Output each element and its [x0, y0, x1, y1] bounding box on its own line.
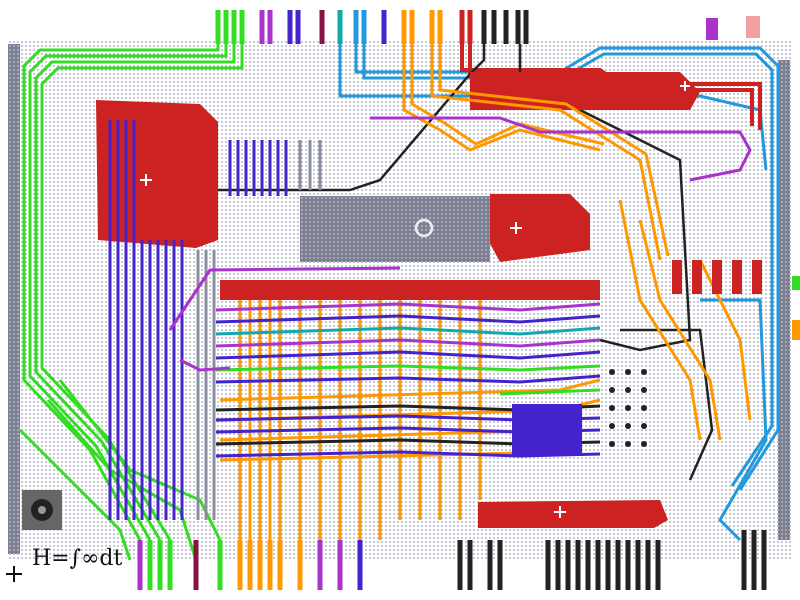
copper-pour-top-left: [96, 100, 218, 248]
top-right-pad-purple: [706, 18, 718, 40]
mounting-hole-icon: [22, 490, 62, 530]
violet-pad-block: [512, 404, 582, 456]
right-component-column: [672, 260, 762, 294]
copper-pour-center: [488, 194, 590, 262]
via-grid: [609, 369, 647, 447]
left-edge-rail: [8, 44, 20, 554]
purple-loop-trace: [370, 116, 752, 182]
formula-label: H=∫∞dt: [32, 546, 123, 571]
copper-pour-bottom: [478, 500, 668, 528]
green-bus-traces: [18, 44, 244, 561]
ic-body: [300, 196, 490, 262]
top-right-pad-pink: [746, 16, 760, 38]
ic-pin1-marker: [414, 218, 434, 238]
right-edge-rail: [778, 60, 790, 540]
right-edge-tabs: [792, 276, 800, 340]
top-connector-fingers: [215, 10, 529, 44]
violet-data-bus: [108, 120, 288, 520]
grey-vertical-bus: [196, 140, 322, 520]
crosshair-icon: [6, 566, 22, 582]
bottom-connector-fingers: [137, 530, 767, 590]
copper-pour-strip: [220, 280, 600, 300]
plus-marker-icon: [140, 81, 690, 518]
